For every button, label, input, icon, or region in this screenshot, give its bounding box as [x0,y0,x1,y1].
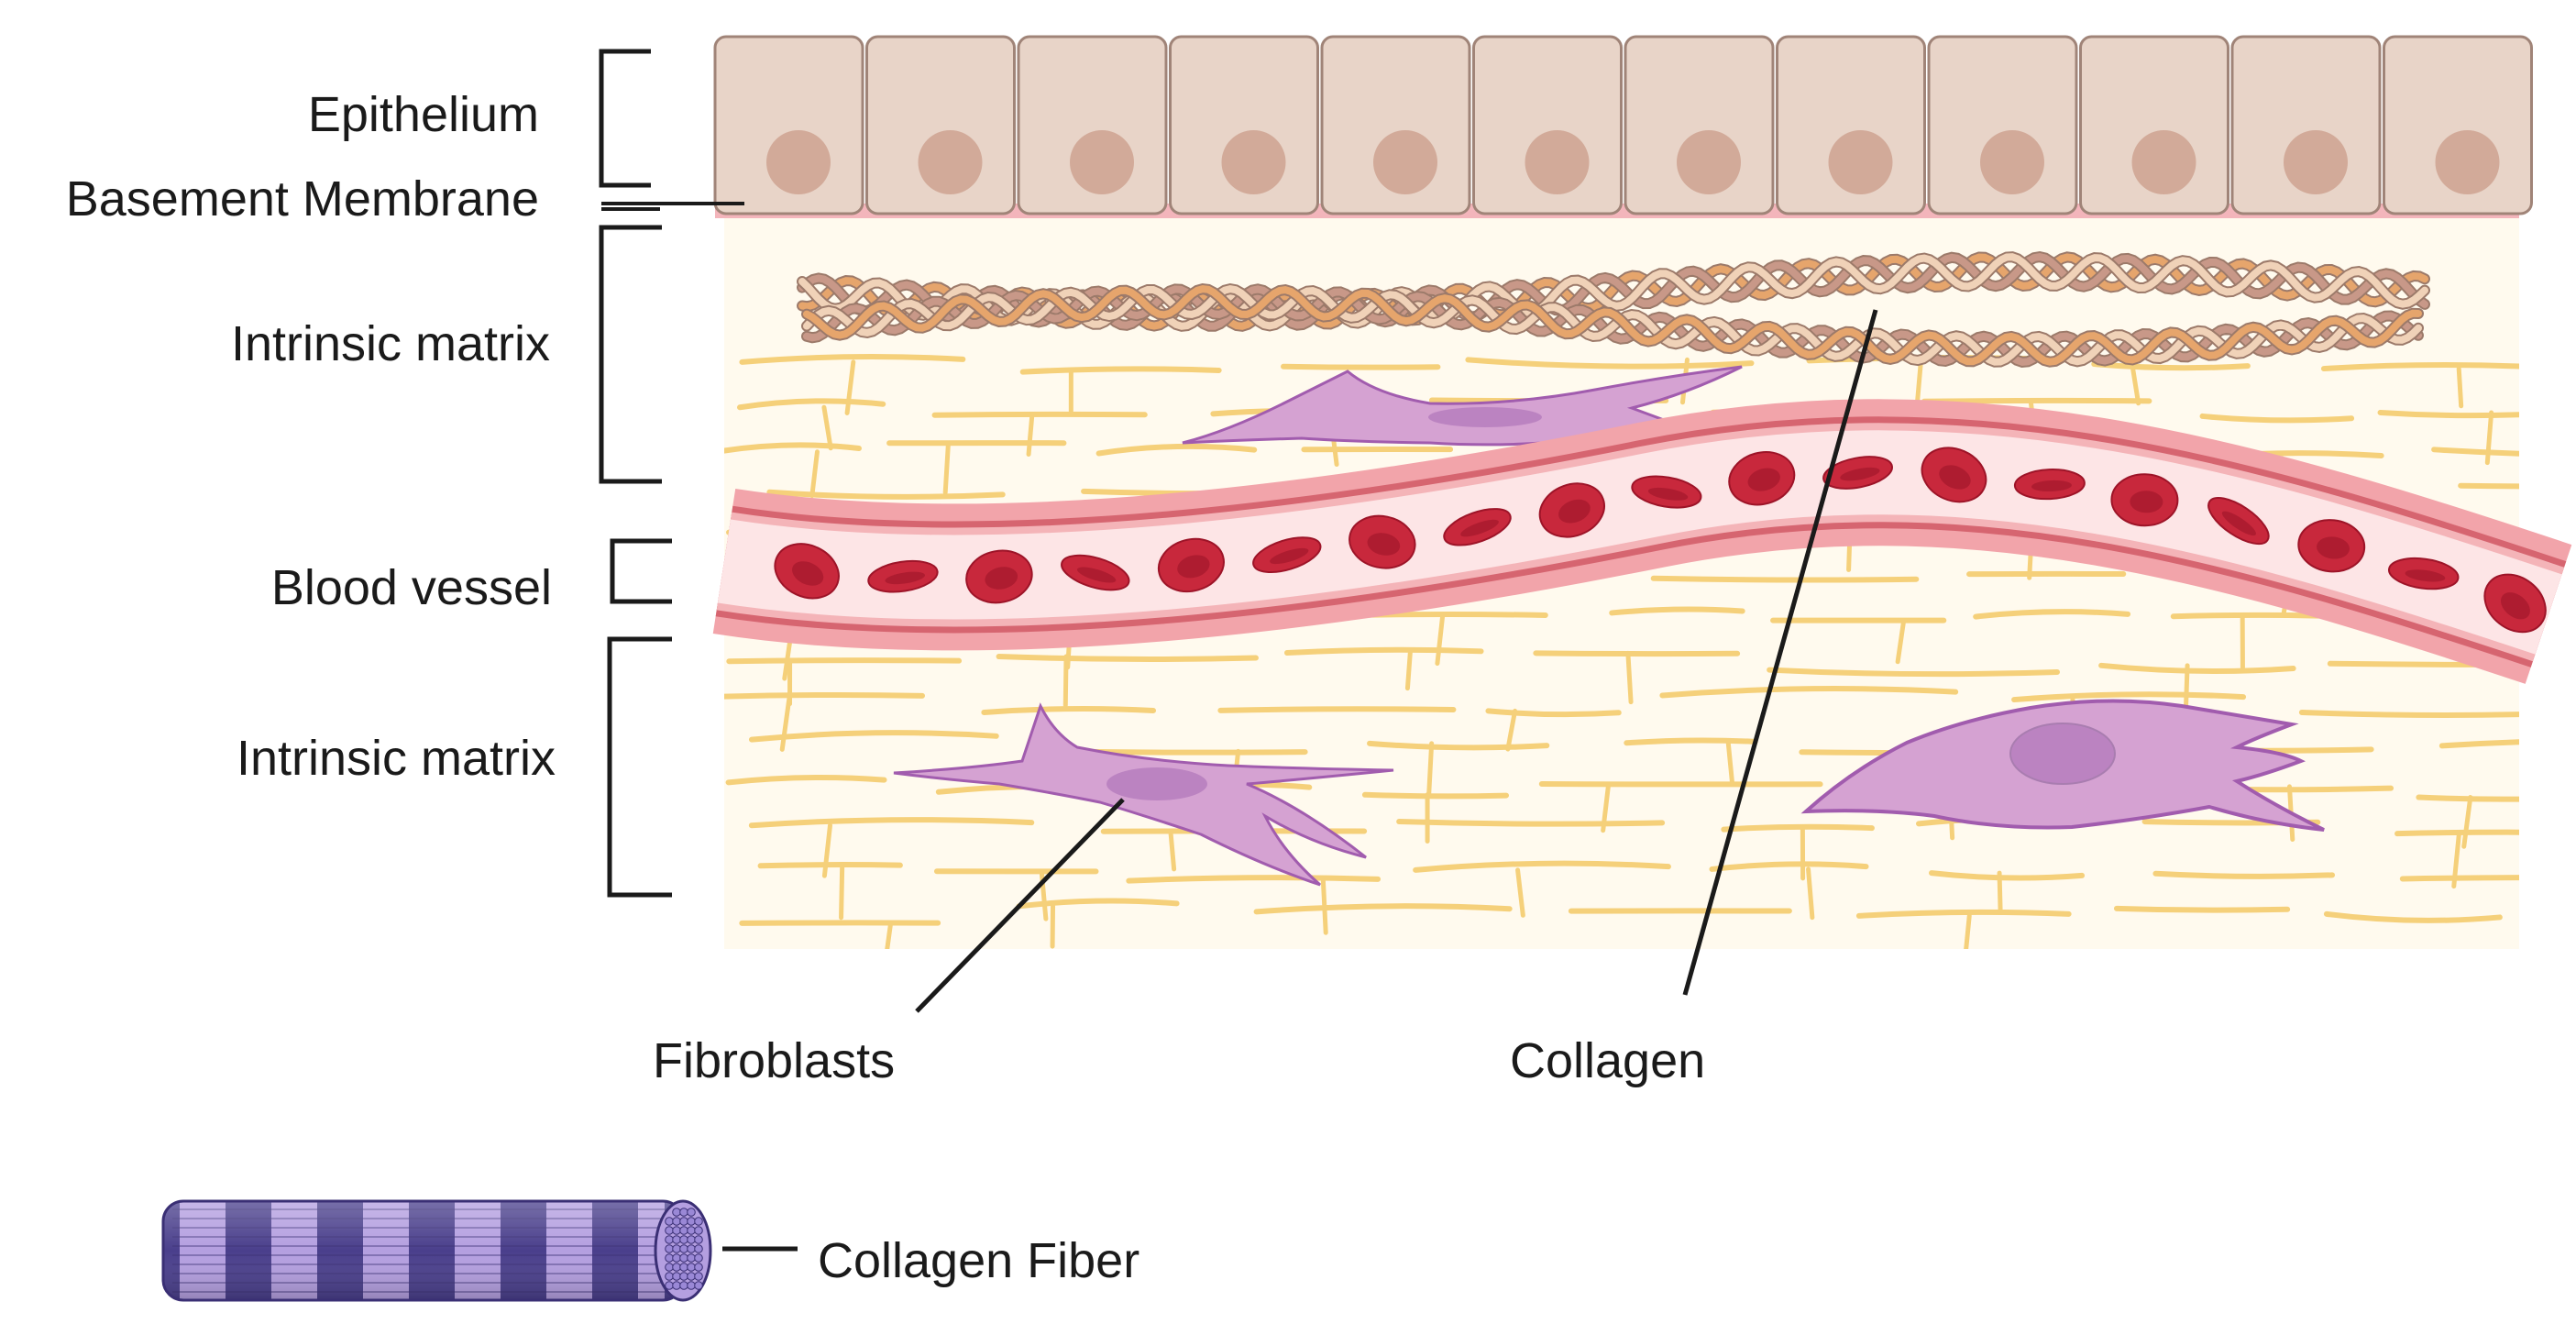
red-blood-cell [867,559,939,593]
red-blood-cell [2297,519,2366,573]
intrinsic-matrix-top-bracket [599,225,662,484]
label-collagen: Collagen [1510,1033,1706,1088]
fibroblast-cell [1800,699,2325,832]
red-blood-cell [1538,482,1605,538]
epithelium-bracket [599,49,651,188]
red-blood-cell [1157,537,1225,593]
red-blood-cell [774,543,840,600]
epithelial-cell [713,35,864,215]
collagen-fiber-end [654,1199,712,1302]
collagen-fiber-illustration [161,1199,712,1302]
epithelium-layer [713,35,2533,215]
red-blood-cell [2110,473,2179,527]
epithelial-cell [1776,35,1926,215]
label-fibroblasts: Fibroblasts [653,1033,896,1088]
red-blood-cell [1631,475,1702,509]
epithelial-cell [1017,35,1168,215]
label-collagen-fiber: Collagen Fiber [818,1233,1140,1288]
red-blood-cell [1443,508,1512,546]
epithelial-cell [1624,35,1775,215]
epithelial-cell [1320,35,1471,215]
collagen-bundle [797,250,2430,368]
red-blood-cell [2483,573,2547,634]
fibroblasts-leader [915,798,1125,1013]
epithelial-cell [2230,35,2382,215]
red-blood-cell [2388,557,2460,590]
epithelial-cell [865,35,1016,215]
red-blood-cell [2013,469,2086,501]
blood-vessel-bracket [610,538,672,604]
red-blood-cells [774,447,2547,634]
collagen-leader [1682,309,1878,996]
red-blood-cell [1349,514,1416,569]
red-blood-cell [2207,497,2270,546]
red-blood-cell [1822,456,1893,490]
label-epithelium: Epithelium [307,87,539,142]
label-blood-vessel: Blood vessel [270,560,552,615]
intrinsic-matrix-bottom-bracket [607,636,672,898]
epithelial-cell [1472,35,1623,215]
epithelial-cell [1927,35,2078,215]
label-basement-membrane: Basement Membrane [65,171,539,226]
label-intrinsic-matrix-bottom: Intrinsic matrix [236,731,556,786]
epithelial-cell [2383,35,2533,215]
red-blood-cell [1061,554,1130,591]
label-intrinsic-matrix-top: Intrinsic matrix [230,316,550,371]
red-blood-cell [1921,447,1987,503]
epithelial-cell [1169,35,1319,215]
red-blood-cell [1252,536,1322,574]
red-blood-cell [965,549,1033,604]
epithelial-cell [2079,35,2229,215]
red-blood-cell [1728,451,1796,506]
